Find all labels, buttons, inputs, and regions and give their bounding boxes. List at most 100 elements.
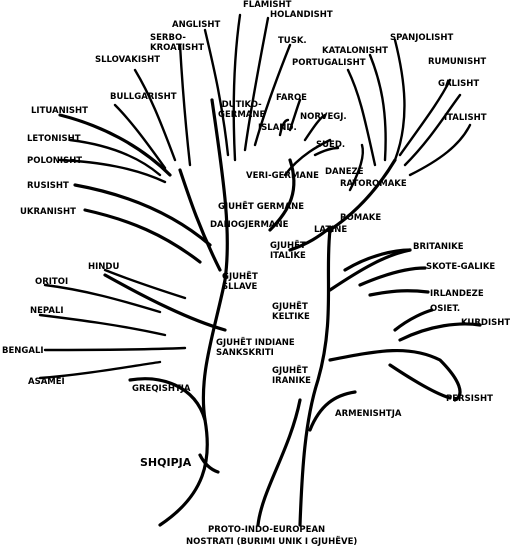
label-nepali: NEPALI <box>30 306 64 316</box>
island-branch <box>278 118 290 137</box>
label-kurdisht: KURDISHT <box>461 318 510 328</box>
portugalisht-branch <box>346 68 377 167</box>
label-gjuhet-keltike: GJUHËT KELTIKE <box>272 302 310 322</box>
label-shqipja: SHQIPJA <box>140 456 192 469</box>
label-skote-galike: SKOTE-GALIKE <box>426 262 496 272</box>
label-lituanisht: LITUANISHT <box>31 106 88 116</box>
indiane-branch <box>103 273 227 332</box>
sued-branch <box>313 146 340 157</box>
label-asamei: ASAMEI <box>28 377 65 387</box>
label-gjuhet-indiane: GJUHËT INDIANE SANKSKRITI <box>216 338 295 358</box>
keltike-branch <box>328 248 412 292</box>
label-veri-germane: VERI-GERMANE <box>246 171 319 181</box>
italisht-branch <box>408 123 472 177</box>
label-sllovakisht: SLLOVAKISHT <box>95 55 161 65</box>
skote-galike-branch <box>358 266 427 287</box>
polonisht-branch <box>58 158 167 184</box>
irlandeze-branch <box>368 289 430 297</box>
label-katalonisht: KATALONISHT <box>322 46 388 56</box>
label-ratoromake: RATOROMAKE <box>340 179 407 189</box>
label-anglisht: ANGLISHT <box>172 20 221 30</box>
label-gjuhet-germane: GJUHËT GERMANE <box>218 202 305 212</box>
label-greqishtja: GREQISHTJA <box>132 384 191 394</box>
label-holandisht: HOLANDISHT <box>270 10 333 20</box>
label-gjuhet-iranike: GJUHËT IRANIKE <box>272 366 311 386</box>
label-oritoi: ORITOI <box>35 277 69 287</box>
label-flamisht: FLAMISHT <box>243 0 292 10</box>
armenishtja-branch <box>308 390 357 432</box>
sllave-branch <box>178 168 222 272</box>
label-gjuhet-sllave: GJUHËT SLLAVE <box>222 272 258 292</box>
shqipja-branch <box>198 453 220 474</box>
trunk-center <box>256 398 302 527</box>
veri-germane-branch <box>283 138 332 177</box>
label-danogjermane: DANOGJERMANE <box>210 220 289 230</box>
rumunisht-branch <box>398 78 452 157</box>
ratoromake-branch <box>348 143 364 192</box>
faroe-branch <box>288 98 302 132</box>
label-tusk: TUSK. <box>278 36 307 46</box>
kurdisht-branch <box>398 322 482 342</box>
hindu-branch <box>103 268 187 300</box>
label-irlandeze: IRLANDEZE <box>430 289 484 299</box>
trunk-left <box>158 98 229 527</box>
label-latine: LATINE <box>314 225 348 235</box>
asamei-branch <box>38 360 162 380</box>
trunk-right <box>298 228 332 527</box>
label-rusisht: RUSISHT <box>27 181 69 191</box>
label-armenishtja: ARMENISHTJA <box>335 409 402 419</box>
greqishtja-branch <box>128 377 207 422</box>
bullgarisht-branch <box>113 103 167 170</box>
letonisht-branch <box>68 138 162 177</box>
label-dutiko-germane: DUTIKO- GERMANE <box>218 100 266 120</box>
label-proto: PROTO-INDO-EUROPEAN <box>208 525 326 535</box>
label-spanjolisht: SPANJOLISHT <box>390 33 454 43</box>
label-italisht: ITALISHT <box>444 113 487 123</box>
label-britanike: BRITANIKE <box>413 242 464 252</box>
label-island: ISLAND. <box>258 123 297 133</box>
romake-branch <box>328 158 397 232</box>
label-letonisht: LETONISHT <box>27 134 81 144</box>
lituanisht-branch <box>58 113 172 177</box>
anglisht-branch <box>203 28 230 157</box>
label-gjuhet-italike: GJUHËT ITALIKE <box>270 241 306 261</box>
galisht-branch <box>403 93 462 167</box>
sllovakisht-branch <box>133 68 177 162</box>
label-romake: ROMAKE <box>340 213 382 223</box>
label-portugalisht: PORTUGALISHT <box>292 58 366 68</box>
serbo-branch <box>178 43 192 167</box>
norvegj-branch <box>303 113 327 142</box>
label-persisht: PERSISHT <box>446 394 493 404</box>
bengali-branch <box>43 346 187 352</box>
katalonisht-branch <box>368 53 387 162</box>
iranike-branch <box>328 348 462 402</box>
label-nostrati: NOSTRATI (BURIMI UNIK I GJUHËVE) <box>186 537 358 547</box>
label-hindu: HINDU <box>88 262 120 272</box>
ukranisht-branch <box>83 208 202 264</box>
flamisht-branch <box>232 13 242 162</box>
label-sued: SUED. <box>316 140 346 150</box>
latine-node <box>327 227 333 233</box>
rusisht-branch <box>73 183 212 247</box>
label-bengali: BENGALI <box>2 346 44 356</box>
holandisht-branch <box>243 16 270 152</box>
label-polonisht: POLONISHT <box>27 156 83 166</box>
label-bullgarisht: BULLGARISHT <box>110 92 177 102</box>
spanjolisht-branch <box>393 38 406 162</box>
britanike-branch <box>343 248 412 272</box>
label-rumunisht: RUMUNISHT <box>428 57 487 67</box>
label-osiet: OSIET. <box>430 304 461 314</box>
nepali-branch <box>38 313 167 337</box>
tusk-branch <box>253 43 292 147</box>
label-ukranisht: UKRANISHT <box>20 207 76 217</box>
label-daneze: DANEZE <box>325 167 364 177</box>
label-galisht: GALISHT <box>438 79 480 89</box>
label-faroe: FAROE <box>276 93 307 103</box>
osiet-branch <box>393 308 434 332</box>
germane-branch <box>268 158 296 232</box>
label-norvegj: NORVEGJ. <box>300 112 347 122</box>
oritoi-branch <box>43 283 162 314</box>
persisht-branch <box>388 363 452 400</box>
label-serbo-kroatisht: SERBO- KROATISHT <box>150 33 205 53</box>
